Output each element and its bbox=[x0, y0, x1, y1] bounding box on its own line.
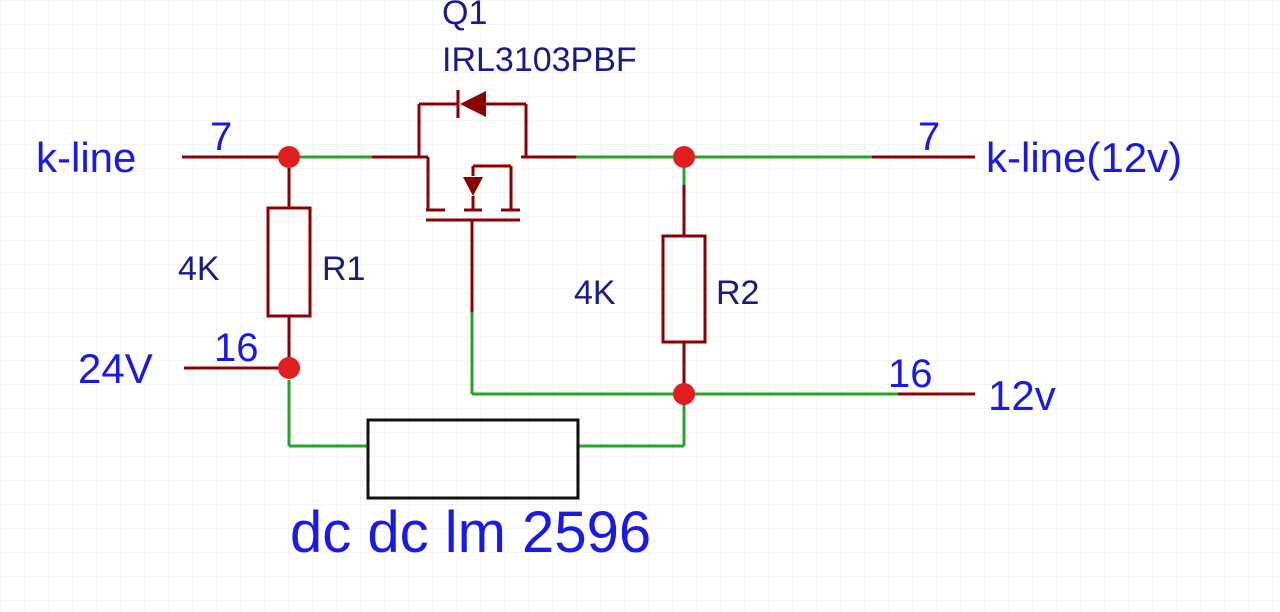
r1-value: 4K bbox=[178, 250, 220, 288]
port-label-kline-out: k-line(12v) bbox=[986, 134, 1182, 181]
pin-number-kline-out: 7 bbox=[918, 115, 940, 159]
r1-designator: R1 bbox=[322, 250, 365, 288]
pin-number-24v: 16 bbox=[214, 326, 259, 370]
body-diode-icon bbox=[460, 91, 486, 117]
resistor-r2 bbox=[661, 234, 707, 344]
channel-arrow-icon bbox=[463, 177, 483, 196]
dc-dc-converter-box bbox=[366, 418, 580, 500]
port-label-kline-in: k-line bbox=[36, 134, 136, 181]
pin-number-12v: 16 bbox=[888, 352, 933, 396]
component-leads bbox=[182, 155, 975, 396]
r2-designator: R2 bbox=[716, 274, 759, 312]
pin-number-kline-in: 7 bbox=[210, 115, 232, 159]
wires bbox=[287, 155, 898, 448]
mosfet-q1 bbox=[372, 90, 576, 312]
converter-label: dc dc lm 2596 bbox=[290, 500, 651, 565]
junction-dot bbox=[673, 146, 695, 168]
port-label-24v: 24V bbox=[78, 345, 153, 392]
junction-dot bbox=[278, 146, 300, 168]
q1-designator: Q1 bbox=[442, 0, 487, 32]
resistor-r1 bbox=[266, 206, 312, 318]
junction-dot bbox=[673, 383, 695, 405]
q1-part-number: IRL3103PBF bbox=[442, 41, 637, 79]
junctions bbox=[278, 146, 695, 405]
r2-value: 4K bbox=[574, 274, 616, 312]
port-label-12v: 12v bbox=[988, 372, 1056, 419]
junction-dot bbox=[278, 357, 300, 379]
